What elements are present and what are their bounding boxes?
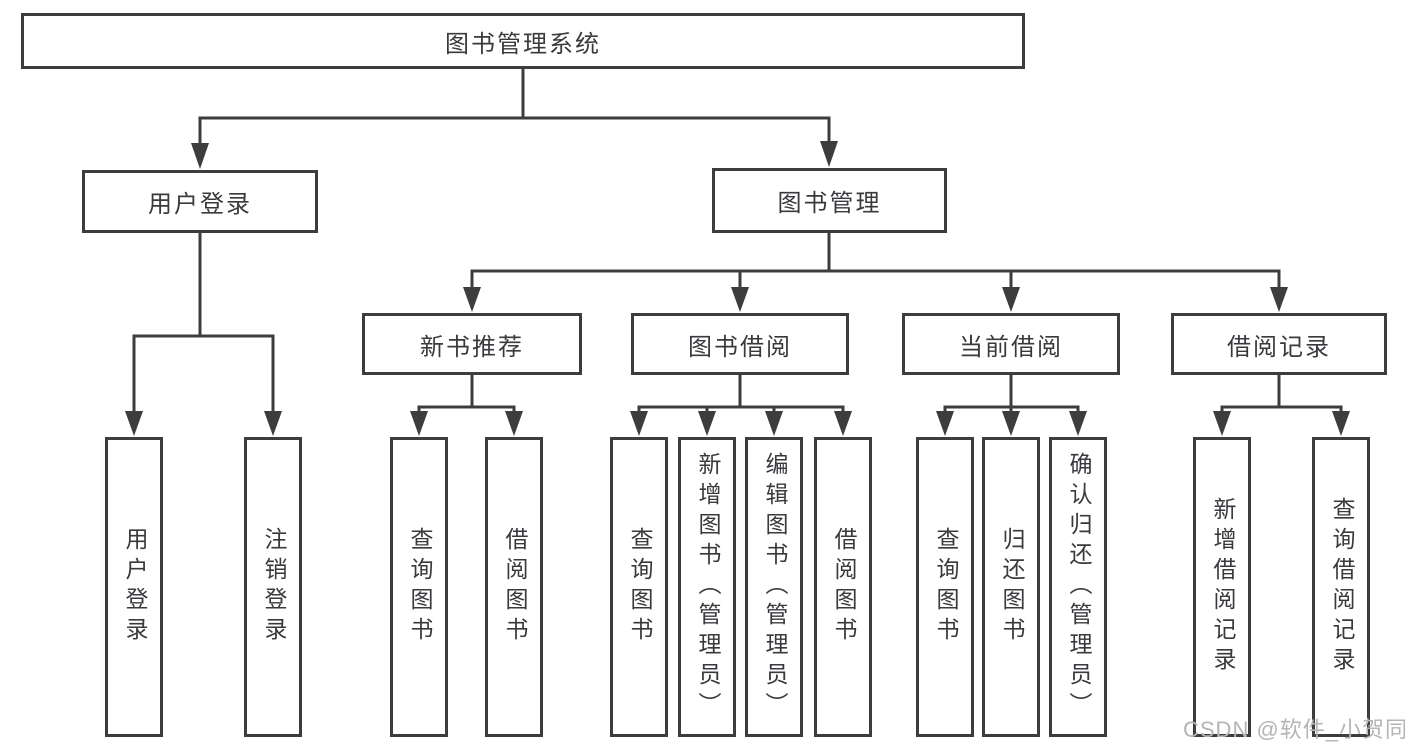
node-label: 借阅图书 [501, 527, 528, 647]
node-label: 借阅图书 [830, 527, 857, 647]
node-new-book-recommendation: 新书推荐 [362, 313, 582, 375]
leaf-user-login: 用户登录 [105, 437, 163, 737]
node-label: 新书推荐 [420, 333, 524, 361]
node-label: 用户登录 [148, 191, 252, 218]
node-label: 当前借阅 [959, 333, 1063, 361]
csdn-watermark: CSDN @软件_小贺同学 [1183, 717, 1405, 742]
node-label: 借阅记录 [1227, 333, 1331, 361]
node-label: 归还图书 [998, 527, 1025, 647]
node-label: 查询图书 [406, 527, 433, 647]
leaf-query-books-recommend: 查询图书 [390, 437, 448, 737]
node-label: 查询借阅记录 [1328, 497, 1355, 677]
node-label: 查询图书 [932, 527, 959, 647]
node-current-borrowing: 当前借阅 [902, 313, 1120, 375]
node-label: 图书借阅 [688, 333, 792, 361]
leaf-logout: 注销登录 [244, 437, 302, 737]
leaf-add-borrow-record: 新增借阅记录 [1193, 437, 1251, 737]
node-label: 新增图书（管理员） [694, 452, 721, 722]
leaf-borrow-books-recommend: 借阅图书 [485, 437, 543, 737]
leaf-query-books-current: 查询图书 [916, 437, 974, 737]
node-book-management: 图书管理 [712, 168, 947, 233]
node-label: 图书管理系统 [445, 30, 601, 58]
leaf-confirm-return-admin: 确认归还（管理员） [1049, 437, 1107, 737]
node-label: 新增借阅记录 [1209, 497, 1236, 677]
node-book-borrowing: 图书借阅 [631, 313, 849, 375]
node-library-management-system: 图书管理系统 [21, 13, 1025, 69]
leaf-edit-book-admin: 编辑图书（管理员） [745, 437, 803, 737]
leaf-add-book-admin: 新增图书（管理员） [678, 437, 736, 737]
node-label: 图书管理 [777, 190, 882, 217]
node-borrowing-records: 借阅记录 [1171, 313, 1387, 375]
leaf-query-borrow-record: 查询借阅记录 [1312, 437, 1370, 737]
leaf-borrow-books-borrowing: 借阅图书 [814, 437, 872, 737]
arrowheads [125, 141, 1350, 436]
node-label: 用户登录 [121, 527, 148, 647]
node-user-login: 用户登录 [82, 170, 318, 233]
node-label: 确认归还（管理员） [1065, 452, 1092, 722]
node-label: 查询图书 [626, 527, 653, 647]
node-label: 注销登录 [260, 527, 287, 647]
leaf-query-books-borrowing: 查询图书 [610, 437, 668, 737]
node-label: 编辑图书（管理员） [761, 452, 788, 722]
leaf-return-books: 归还图书 [982, 437, 1040, 737]
